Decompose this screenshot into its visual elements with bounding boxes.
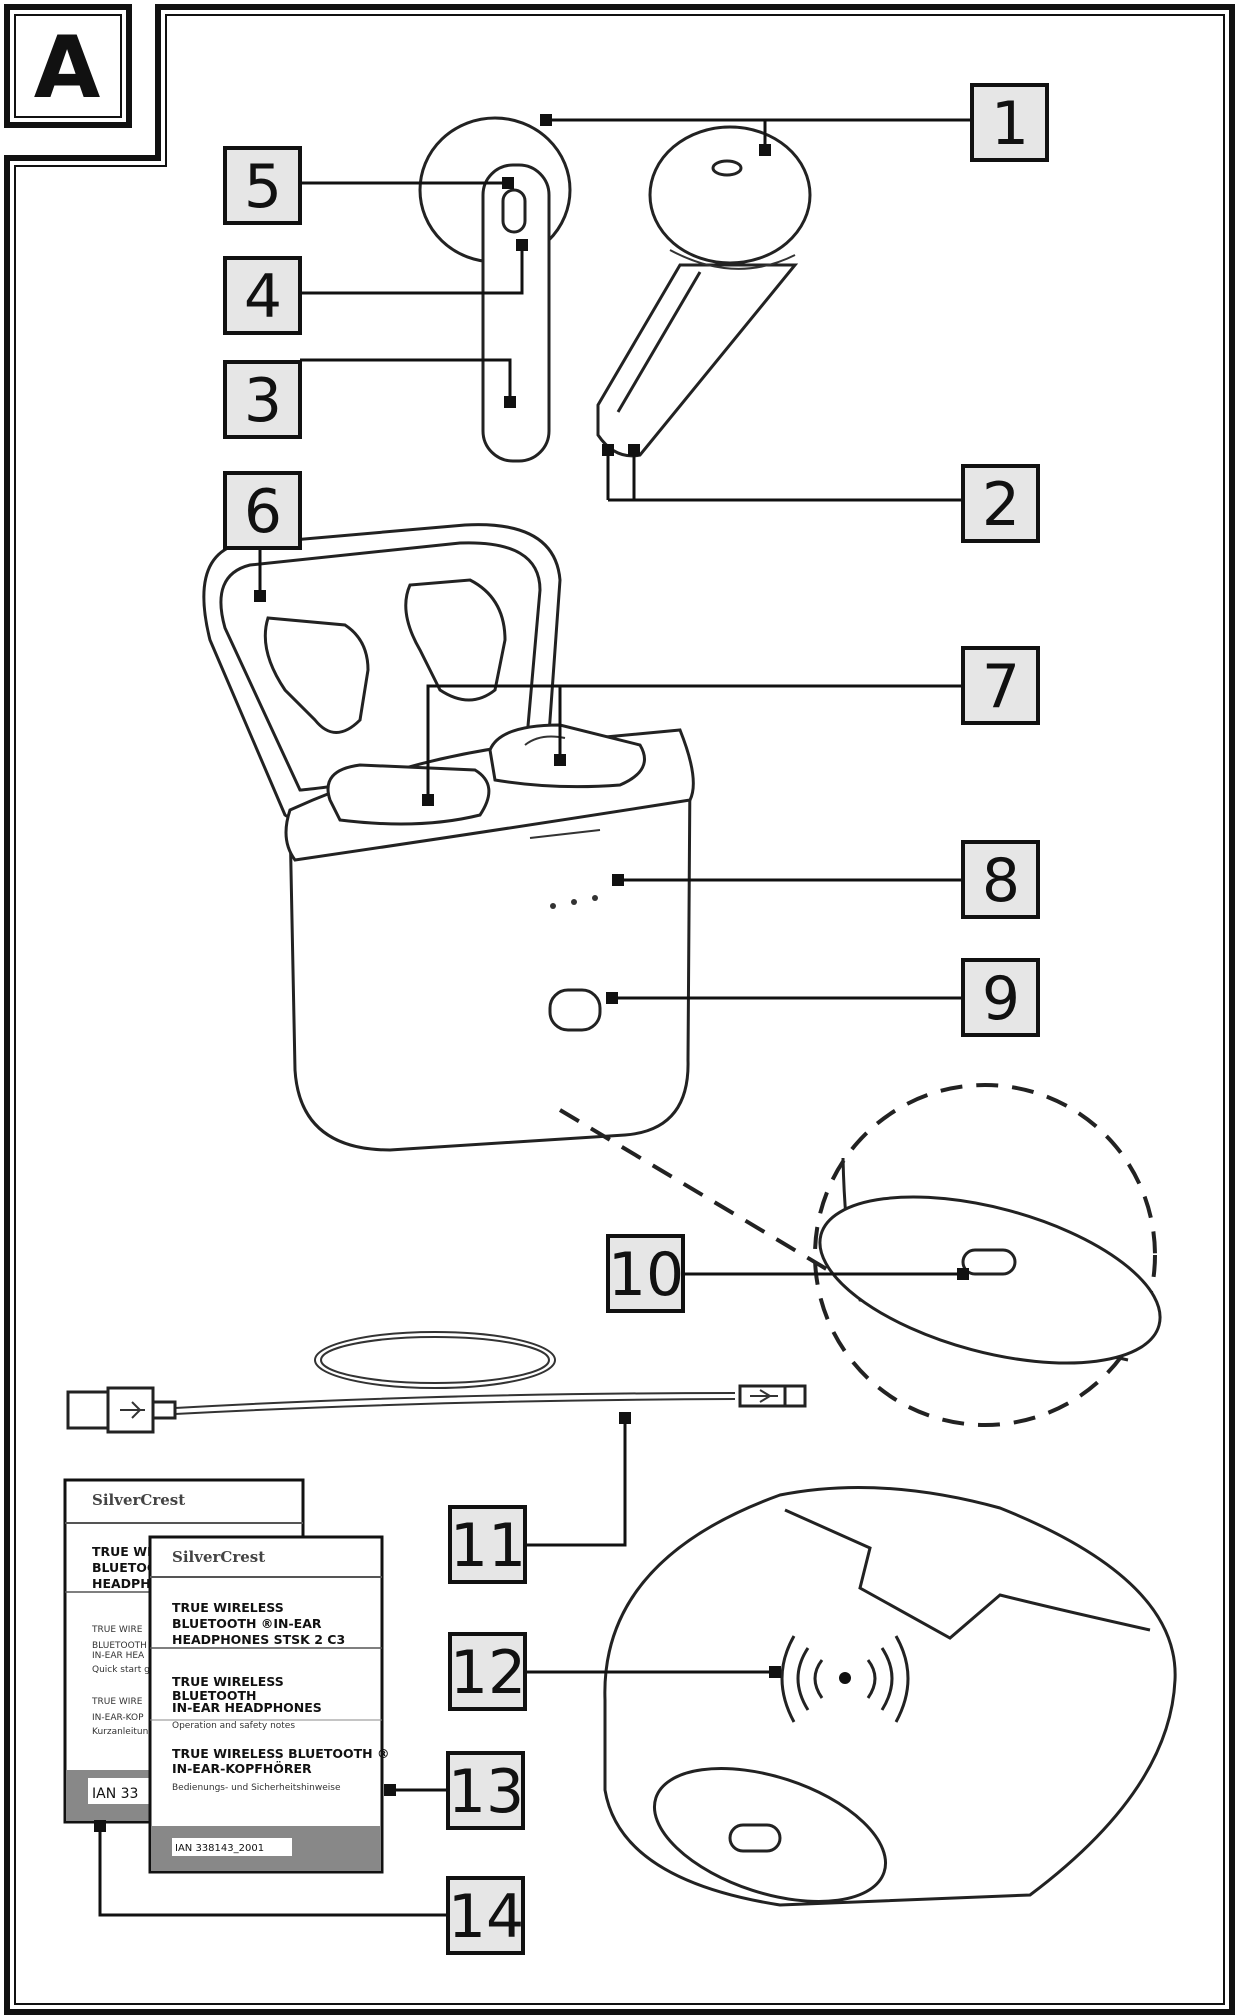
manual-back-line-2: BLUETOOTH bbox=[92, 1641, 147, 1651]
panel-frame bbox=[4, 4, 1235, 2015]
callout-8-number: 8 bbox=[982, 846, 1020, 916]
panel-letter: A bbox=[34, 18, 101, 118]
manual-back-title-3: HEADPH bbox=[92, 1576, 151, 1591]
callout-11: 11 bbox=[448, 1505, 527, 1584]
callout-14-number: 14 bbox=[448, 1882, 524, 1952]
manual-back-line-4: Quick start gu bbox=[92, 1665, 156, 1675]
callout-4: 4 bbox=[223, 256, 302, 335]
earbud-right-drawing bbox=[596, 125, 812, 458]
callout-3: 3 bbox=[223, 360, 302, 439]
manual-front-en-title-2: BLUETOOTH bbox=[172, 1688, 257, 1703]
callout-4-number: 4 bbox=[244, 262, 282, 332]
callout-1-number: 1 bbox=[991, 89, 1029, 159]
manual-back-line-7: Kurzanleitung bbox=[92, 1727, 154, 1737]
callout-10: 10 bbox=[606, 1234, 685, 1313]
manual-back-brand: SilverCrest bbox=[92, 1491, 185, 1509]
callout-5: 5 bbox=[223, 146, 302, 225]
callout-9-number: 9 bbox=[982, 964, 1020, 1034]
callout-13: 13 bbox=[446, 1751, 525, 1830]
manual-back-line-5: TRUE WIRE bbox=[91, 1697, 143, 1707]
leader-dots bbox=[94, 114, 969, 1832]
manual-back-ian: IAN 33 bbox=[92, 1786, 138, 1802]
callout-6: 6 bbox=[223, 471, 302, 550]
callout-13-number: 13 bbox=[448, 1757, 524, 1827]
manual-back-title-1: TRUE WI bbox=[92, 1544, 152, 1559]
manual-front-de-title-2: IN-EAR-KOPFHÖRER bbox=[172, 1761, 312, 1776]
callout-7: 7 bbox=[961, 646, 1040, 725]
manual-front-de-sub: Bedienungs- und Sicherheitshinweise bbox=[172, 1783, 341, 1793]
earbud-left-drawing bbox=[418, 116, 572, 463]
usb-cable-drawing bbox=[66, 1331, 807, 1434]
callout-12-number: 12 bbox=[450, 1638, 526, 1708]
callout-10-number: 10 bbox=[608, 1240, 684, 1310]
quick-start-guide-front bbox=[148, 1535, 384, 1874]
manual-front-en-sub: Operation and safety notes bbox=[172, 1721, 295, 1731]
callout-9: 9 bbox=[961, 958, 1040, 1037]
callout-11-number: 11 bbox=[450, 1511, 526, 1581]
manual-front-de-title-1: TRUE WIRELESS BLUETOOTH ® bbox=[172, 1746, 389, 1761]
manual-back-line-3: IN-EAR HEA bbox=[92, 1651, 145, 1661]
manual-front-title-1: TRUE WIRELESS bbox=[172, 1600, 284, 1615]
manual-front-title-3: HEADPHONES STSK 2 C3 bbox=[172, 1632, 345, 1647]
wireless-charging-base-drawing bbox=[603, 1485, 1177, 1907]
manual-front-brand: SilverCrest bbox=[172, 1548, 265, 1566]
charging-case-drawing bbox=[202, 523, 695, 1152]
callout-2-number: 2 bbox=[982, 470, 1020, 540]
callout-14: 14 bbox=[446, 1876, 525, 1955]
manual-front-title-2: BLUETOOTH ®IN-EAR bbox=[172, 1616, 322, 1631]
usb-c-port-detail bbox=[558, 1083, 1162, 1427]
callout-3-number: 3 bbox=[244, 366, 282, 436]
manual-front-ian: IAN 338143_2001 bbox=[175, 1843, 264, 1854]
leader-lines bbox=[98, 118, 972, 1917]
manual-back-title-2: BLUETOO bbox=[92, 1560, 158, 1575]
callout-7-number: 7 bbox=[982, 652, 1020, 722]
callout-6-number: 6 bbox=[244, 477, 282, 547]
callout-5-number: 5 bbox=[244, 152, 282, 222]
manual-back-line-6: IN-EAR-KOP bbox=[92, 1713, 144, 1723]
manual-back-line-1: TRUE WIRE bbox=[91, 1625, 143, 1635]
callout-1: 1 bbox=[970, 83, 1049, 162]
manual-front-en-title-1: TRUE WIRELESS bbox=[172, 1674, 284, 1689]
callout-12: 12 bbox=[448, 1632, 527, 1711]
callout-8: 8 bbox=[961, 840, 1040, 919]
manual-front-en-title-3: IN-EAR HEADPHONES bbox=[172, 1700, 322, 1715]
callout-2: 2 bbox=[961, 464, 1040, 543]
